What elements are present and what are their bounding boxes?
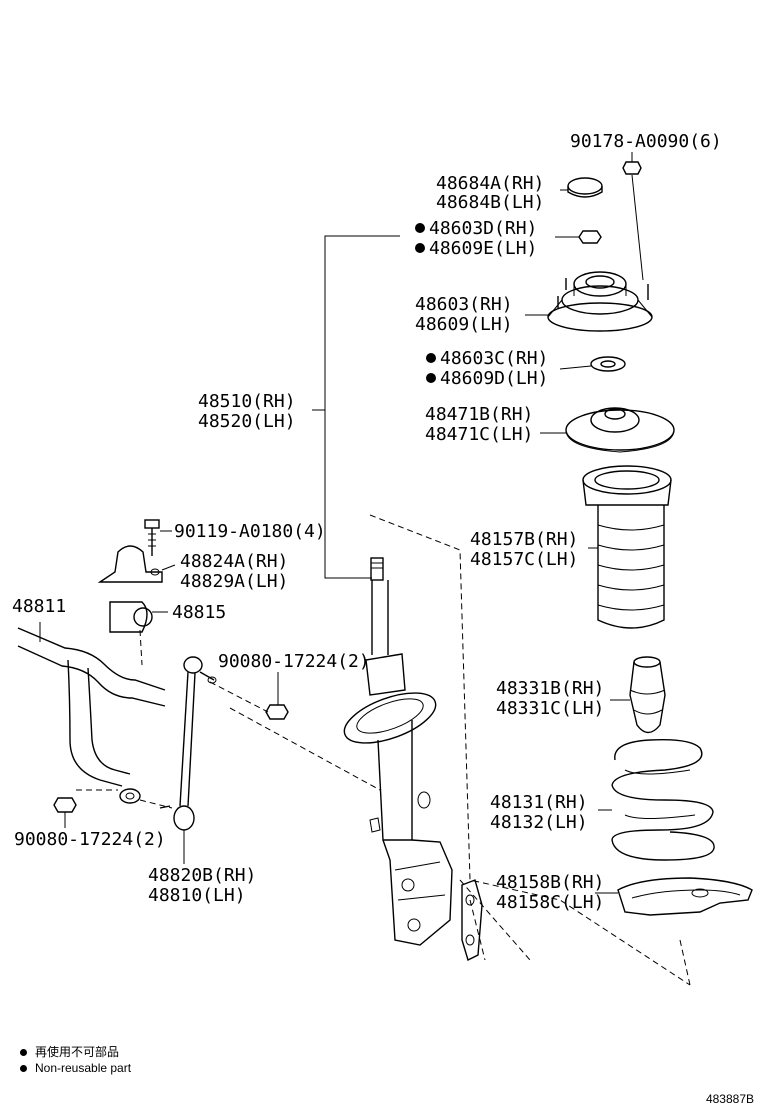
stabilizer-bracket-drawing — [97, 545, 163, 583]
spring-seat-drawing — [617, 877, 753, 916]
label-48603: 48603(RH) — [415, 294, 513, 315]
label-90080-upper: 90080-17224(2) — [218, 651, 370, 672]
label-48609d: 48609D(LH) — [440, 368, 548, 389]
label-48471b: 48471B(RH) — [425, 404, 533, 425]
label-48132: 48132(LH) — [490, 812, 588, 833]
label-48603d: 48603D(RH) — [429, 218, 537, 239]
label-48815: 48815 — [172, 602, 226, 623]
bound-stopper-drawing — [629, 656, 666, 734]
legend-text-jp: 再使用不可部品 — [35, 1045, 120, 1059]
label-48684a: 48684A(RH) — [436, 173, 544, 194]
label-48520: 48520(LH) — [198, 411, 296, 432]
non-reusable-dot — [426, 373, 436, 383]
label-48824a: 48824A(RH) — [180, 551, 288, 572]
label-90080-lower: 90080-17224(2) — [14, 829, 166, 850]
bumper-boot-drawing — [582, 465, 672, 629]
knuckle-bracket-drawing — [461, 879, 483, 961]
legend-line-english: Non-reusable part — [20, 1061, 131, 1075]
stabilizer-bar-drawing — [17, 627, 166, 804]
figure-id: 483887B — [705, 1092, 754, 1106]
link-nut-upper-drawing — [265, 704, 289, 720]
mount-nut-drawing — [622, 152, 642, 175]
label-48510: 48510(RH) — [198, 391, 296, 412]
label-48609: 48609(LH) — [415, 314, 513, 335]
label-48820b: 48820B(RH) — [148, 865, 256, 886]
label-48811: 48811 — [12, 596, 66, 617]
label-90178: 90178-A0090(6) — [570, 131, 722, 152]
label-48131: 48131(RH) — [490, 792, 588, 813]
label-48609e: 48609E(LH) — [429, 238, 537, 259]
label-90119: 90119-A0180(4) — [174, 521, 326, 542]
stabilizer-link-drawing — [159, 656, 217, 831]
label-48157c: 48157C(LH) — [470, 549, 578, 570]
label-48331b: 48331B(RH) — [496, 678, 604, 699]
non-reusable-dot — [415, 243, 425, 253]
bullet-icon — [20, 1065, 27, 1073]
suspension-support-drawing — [547, 271, 653, 332]
piston-nut-drawing — [578, 230, 602, 244]
dust-cap-drawing — [567, 177, 603, 198]
non-reusable-dot — [415, 223, 425, 233]
washer-drawing — [590, 356, 626, 372]
label-48471c: 48471C(LH) — [425, 424, 533, 445]
bullet-icon — [20, 1049, 27, 1057]
legend-text-en: Non-reusable part — [35, 1061, 132, 1075]
label-48603c: 48603C(RH) — [440, 348, 548, 369]
non-reusable-dot — [426, 353, 436, 363]
coil-spring-drawing — [611, 738, 715, 861]
label-48158b: 48158B(RH) — [496, 872, 604, 893]
label-48684b: 48684B(LH) — [436, 192, 544, 213]
shock-absorber-drawing — [343, 557, 453, 946]
stabilizer-bushing-drawing — [109, 601, 153, 633]
legend-line-japanese: 再使用不可部品 — [20, 1043, 119, 1060]
label-48158c: 48158C(LH) — [496, 892, 604, 913]
label-48829a: 48829A(LH) — [180, 571, 288, 592]
link-nut-lower-drawing — [53, 797, 77, 813]
label-48810: 48810(LH) — [148, 885, 246, 906]
label-48331c: 48331C(LH) — [496, 698, 604, 719]
spring-insulator-drawing — [565, 407, 675, 453]
assembly-dashed-outline — [369, 514, 691, 986]
label-48157b: 48157B(RH) — [470, 529, 578, 550]
bracket-bolt-drawing — [144, 519, 160, 556]
